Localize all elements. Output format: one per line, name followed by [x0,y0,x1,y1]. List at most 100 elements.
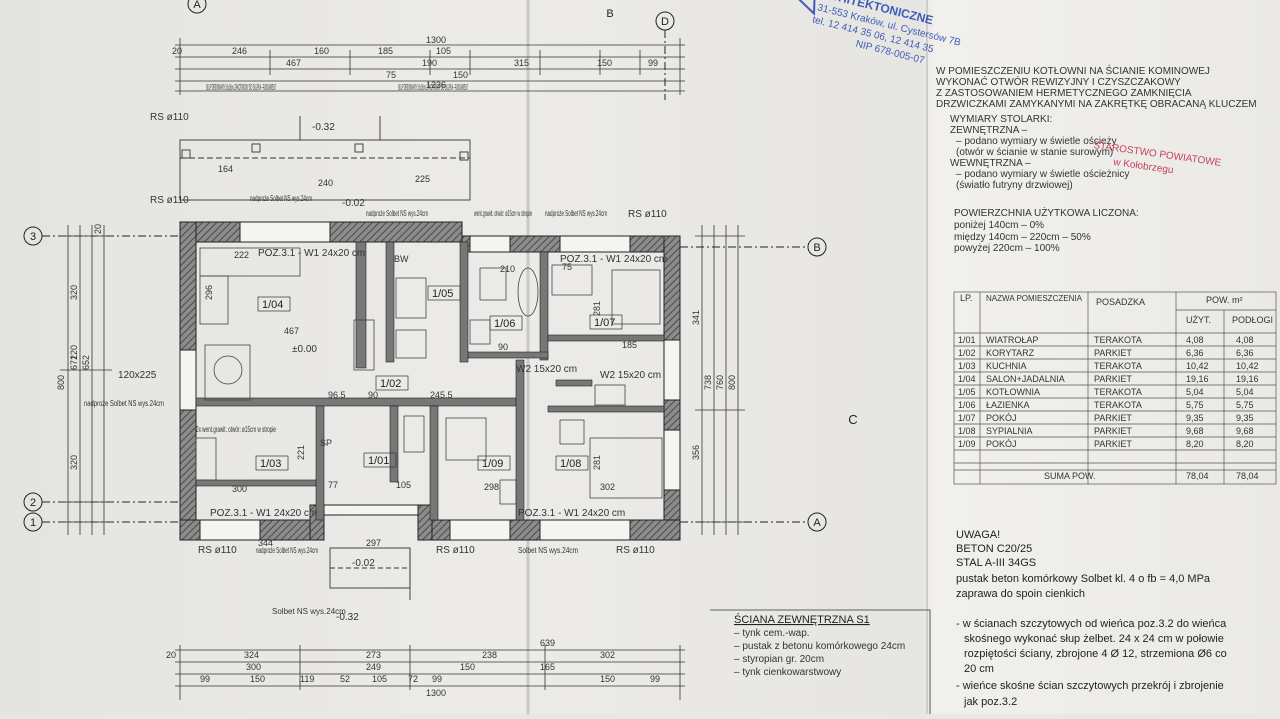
uwaga-line-2: STAL A-III 34GS [956,557,1036,569]
pow-line-2: między 140cm – 220cm – 50% [954,232,1091,243]
note-top-1: W POMIESZCZENIU KOTŁOWNI NA ŚCIANIE KOMI… [936,64,1210,77]
level-minus-032-bottom: -0.32 [336,612,359,623]
dim-bottom-165: 165 [540,662,555,672]
dim-bottom-273: 273 [366,650,381,660]
room-label-1-02: 1/02 [380,378,401,390]
label-went-1: went.grawit. otwór: ø15cm w stropie [474,209,533,218]
dim-top-185: 185 [378,46,393,56]
label-solbet-ns: Solbet NS wys.24cm [518,546,578,555]
dim-top-1300: 1300 [426,35,446,45]
table-cell-podl: 19,16 [1236,374,1259,384]
dim-inner-344: 344 [258,538,273,548]
table-cell-podl: 8,20 [1236,439,1254,449]
uwaga-bullet-2: skośnego wykonać słup żelbet. 24 x 24 cm… [964,633,1224,645]
dim-bottom-99b: 99 [432,674,442,684]
room-label-1-01: 1/01 [368,455,389,467]
axis-label-b-top: B [606,8,613,20]
uwaga-bullet-4: 20 cm [964,663,994,675]
table-cell-name: POKÓJ [986,439,1017,449]
note-top-4: DRZWICZKAMI ZAMYKANYMI NA ZAKRĘTKĘ OBRAC… [936,99,1257,110]
wall-spec-line-1: – tynk cem.-wap. [734,628,810,639]
table-cell-name: KORYTARZ [986,348,1035,358]
uwaga-line-1: BETON C20/25 [956,543,1032,555]
table-cell-uzyt: 9,68 [1186,426,1204,436]
room-label-1-07: 1/07 [594,317,615,329]
dim-inner-164: 164 [218,164,233,174]
table-cell-name: POKÓJ [986,413,1017,423]
level-minus-032-top: -0.32 [312,122,335,133]
dim-left-320b: 320 [69,455,79,470]
room-label-1-04: 1/04 [262,299,283,311]
table-cell-uzyt: 8,20 [1186,439,1204,449]
table-header-name: NAZWA POMIESZCZENIA [986,294,1083,303]
room-label-1-03: 1/03 [260,458,281,470]
dim-inner-297: 297 [366,538,381,548]
dim-bottom-20: 20 [166,650,176,660]
table-cell-lp: 1/09 [958,439,976,449]
dim-top-150: 150 [597,58,612,68]
dim-inner-300: 300 [232,484,247,494]
table-cell-uzyt: 5,75 [1186,400,1204,410]
dim-top-1236: 1236 [426,80,446,90]
table-cell-uzyt: 19,16 [1186,374,1209,384]
dim-inner-96-5: 96.5 [328,390,346,400]
table-cell-floor: TERAKOTA [1094,361,1142,371]
dim-bottom-302: 302 [600,650,615,660]
dim-bottom-639: 639 [540,638,555,648]
table-cell-floor: PARKIET [1094,439,1132,449]
table-cell-lp: 1/05 [958,387,976,397]
level-zero: ±0.00 [292,344,317,355]
pow-title: POWIERZCHNIA UŻYTKOWA LICZONA: [954,206,1139,219]
dim-right-356: 356 [691,445,701,460]
dim-top-20: 20 [172,46,182,56]
table-cell-floor: PARKIET [1094,348,1132,358]
dim-left-672: 672 [69,355,79,370]
beam-label-top-left: POZ.3.1 - W1 24x20 cm [258,248,365,259]
dim-bottom-324: 324 [244,650,259,660]
wall-spec-box: ŚCIANA ZEWNĘTRZNA S1 – tynk cem.-wap. – … [710,609,931,714]
dim-bottom-105: 105 [372,674,387,684]
dim-bottom-99c: 99 [650,674,660,684]
label-nadproze-4: nadproże Solbet NS wys.24cm [84,399,164,408]
dim-right-760: 760 [715,375,725,390]
wymiary-int: WEWNĘTRZNA – [950,158,1031,169]
table-cell-podl: 9,35 [1236,413,1254,423]
table-cell-floor: PARKIET [1094,426,1132,436]
axis-label-b: B [813,242,820,254]
table-cell-floor: PARKIET [1094,374,1132,384]
room-area-table: LP. NAZWA POMIESZCZENIA POSADZKA POW. m²… [953,291,1277,485]
dim-top-467: 467 [286,58,301,68]
table-cell-lp: 1/06 [958,400,976,410]
dim-bottom-150c: 150 [600,674,615,684]
axis-label-3: 3 [30,231,36,243]
room-label-1-09: 1/09 [482,458,503,470]
pow-line-3: powyżej 220cm – 100% [954,243,1060,254]
dim-right-800: 800 [727,375,737,390]
dim-top-150b: 150 [453,70,468,80]
label-slup-1: SŁUP DREWNIANY 16x16cm ZAKOTWIONY DO SŁU… [206,83,276,92]
table-cell-floor: TERAKOTA [1094,400,1142,410]
beam-w2-label-2: W2 15x20 cm [600,370,661,381]
level-minus-002-bottom: -0.02 [352,558,375,569]
uwaga-line-4: zaprawa do spoin cienkich [956,588,1085,600]
table-cell-name: KOTŁOWNIA [986,387,1040,397]
wymiary-int-2: (światło futryny drzwiowej) [956,180,1073,191]
axis-label-1: 1 [30,517,36,529]
dim-inner-245-5: 245.5 [430,390,453,400]
dim-inner-105: 105 [396,480,411,490]
table-cell-lp: 1/08 [958,426,976,436]
dim-inner-210: 210 [500,264,515,274]
table-cell-uzyt: 5,04 [1186,387,1204,397]
room-label-1-08: 1/08 [560,458,581,470]
label-solbet-bottom: Solbet NS wys.24cm [272,607,346,616]
rs-label-3: RS ø110 [628,209,667,220]
label-went-2: 2x went.grawit. otwór: ø15cm w stropie [196,425,276,434]
dim-top-99: 99 [648,58,658,68]
dim-top-75: 75 [386,70,396,80]
table-header-lp: LP. [960,293,972,303]
wall-spec-line-3: – styropian gr. 20cm [734,654,824,665]
top-dimension-lines [175,38,685,95]
table-cell-podl: 6,36 [1236,348,1254,358]
